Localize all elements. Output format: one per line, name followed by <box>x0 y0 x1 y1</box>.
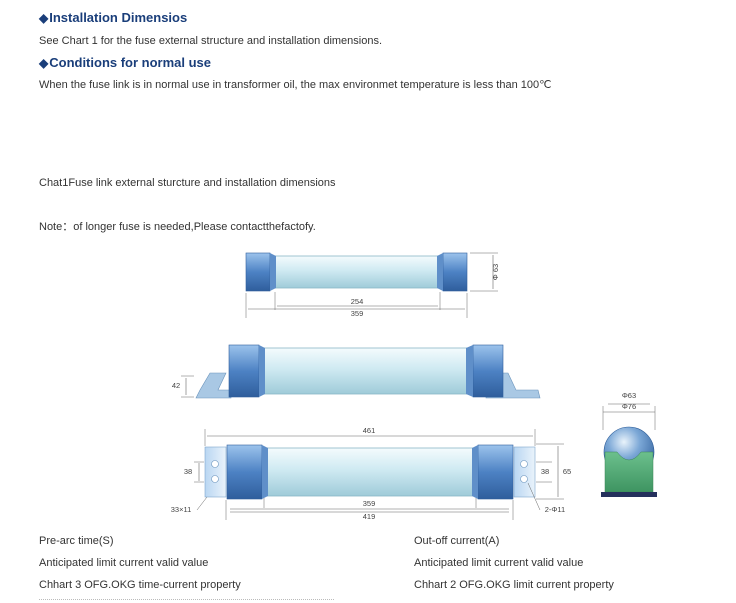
fuse3-right-height: 38 <box>541 467 549 476</box>
fuse3-outer-height: 65 <box>563 467 571 476</box>
end-view-d1: Φ63 <box>622 391 636 400</box>
chart1-caption: Chat1Fuse link external sturcture and in… <box>39 177 336 189</box>
diamond-bullet-icon: ◆ <box>39 56 49 70</box>
end-view-d2: Φ76 <box>622 402 636 411</box>
footer-right-1: Out-off current(A) <box>414 535 500 547</box>
installation-text: See Chart 1 for the fuse external struct… <box>39 35 383 47</box>
footer-right-3: Chhart 2 OFG.OKG limit current property <box>414 579 614 591</box>
fuse3-holes-label: 2-Φ11 <box>545 505 565 514</box>
fuse2-height-label: 42 <box>172 381 180 390</box>
footer-left-2: Anticipated limit current valid value <box>39 557 209 569</box>
fuse-3-drawing: 461 38 38 65 359 419 33×11 2-Φ11 <box>171 426 571 521</box>
diamond-bullet-icon: ◆ <box>39 11 49 25</box>
fuse-1-drawing: Φ 63 254 359 <box>245 252 500 318</box>
end-view-drawing: Φ63 Φ76 <box>601 391 657 497</box>
fuse1-total-length: 359 <box>351 309 364 318</box>
fuse3-slot-label: 33×11 <box>171 505 192 514</box>
fuse3-total-length: 461 <box>363 426 376 435</box>
footer-left-1: Pre-arc time(S) <box>39 535 114 547</box>
cutoff-graph-edge <box>39 599 334 602</box>
section-heading-installation: ◆Installation Dimensios <box>39 10 188 25</box>
fuse3-inner-length: 359 <box>363 499 376 508</box>
fuse3-overall-length: 419 <box>363 512 376 521</box>
fuse-2-drawing: 42 <box>172 344 541 399</box>
note-text: Note：of longer fuse is needed,Please con… <box>39 221 316 233</box>
footer-right-2: Anticipated limit current valid value <box>414 557 584 569</box>
footer-left-3: Chhart 3 OFG.OKG time-current property <box>39 579 241 591</box>
fuse1-diameter-label: Φ 63 <box>491 264 500 280</box>
fuse1-inner-length: 254 <box>351 297 364 306</box>
fuse3-left-height: 38 <box>184 467 192 476</box>
section-heading-conditions: ◆Conditions for normal use <box>39 55 212 70</box>
conditions-text: When the fuse link is in normal use in t… <box>39 79 552 91</box>
